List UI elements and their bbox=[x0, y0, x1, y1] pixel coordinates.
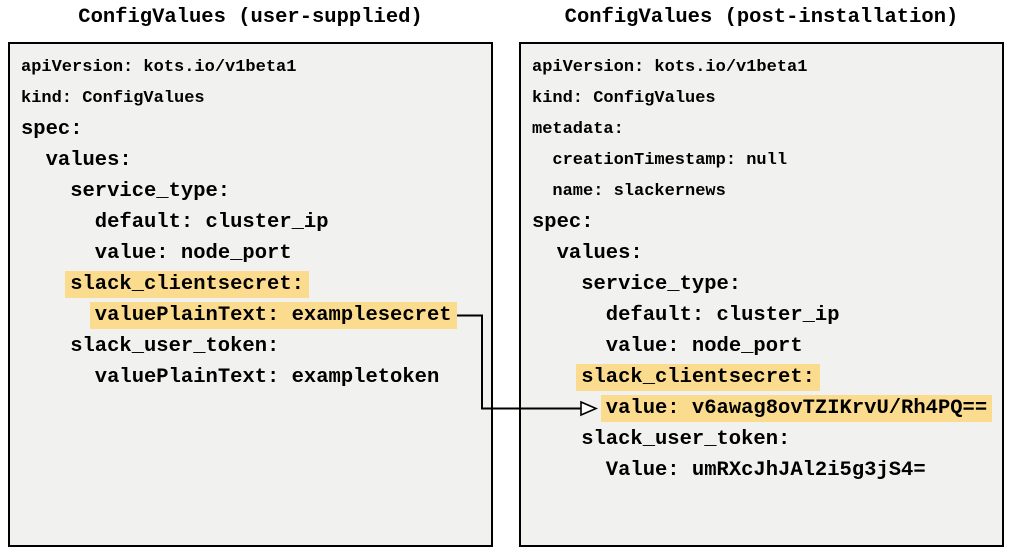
yaml-text: Value: umRXcJhJAl2i5g3jS4= bbox=[605, 459, 926, 482]
yaml-text: metadata: bbox=[532, 120, 624, 139]
post-installation-config-panel: apiVersion: kots.io/v1beta1 kind: ConfigV… bbox=[519, 42, 1004, 547]
yaml-line: Value: umRXcJhJAl2i5g3jS4= bbox=[532, 455, 1002, 486]
yaml-text: name: slackernews bbox=[552, 182, 726, 201]
yaml-line: slack_user_token: bbox=[21, 331, 491, 362]
yaml-line: creationTimestamp: null bbox=[532, 145, 1002, 176]
yaml-text: service_type: bbox=[70, 180, 231, 203]
yaml-line: value: v6awag8ovTZIKrvU/Rh4PQ== bbox=[532, 393, 1002, 424]
yaml-text: kind: ConfigValues bbox=[532, 89, 716, 108]
highlighted-yaml-text: valuePlainText: examplesecret bbox=[89, 302, 457, 329]
yaml-text: kind: ConfigValues bbox=[21, 89, 205, 108]
yaml-line: values: bbox=[532, 238, 1002, 269]
yaml-text: value: node_port bbox=[605, 335, 803, 358]
highlighted-yaml-text: value: v6awag8ovTZIKrvU/Rh4PQ== bbox=[600, 395, 993, 422]
yaml-text: value: node_port bbox=[94, 242, 292, 265]
yaml-text: slack_user_token: bbox=[581, 428, 791, 451]
yaml-text: apiVersion: kots.io/v1beta1 bbox=[532, 58, 808, 77]
right-panel-title: ConfigValues (post-installation) bbox=[564, 6, 959, 29]
yaml-line: default: cluster_ip bbox=[532, 300, 1002, 331]
highlighted-yaml-text: slack_clientsecret: bbox=[576, 364, 820, 391]
yaml-line: service_type: bbox=[21, 176, 491, 207]
yaml-line: apiVersion: kots.io/v1beta1 bbox=[532, 52, 1002, 83]
yaml-text: spec: bbox=[532, 211, 594, 234]
yaml-line: default: cluster_ip bbox=[21, 207, 491, 238]
highlighted-yaml-text: slack_clientsecret: bbox=[65, 271, 309, 298]
yaml-line: slack_clientsecret: bbox=[21, 269, 491, 300]
yaml-text: valuePlainText: exampletoken bbox=[94, 366, 440, 389]
yaml-line: service_type: bbox=[532, 269, 1002, 300]
yaml-line: slack_user_token: bbox=[532, 424, 1002, 455]
yaml-line: valuePlainText: examplesecret bbox=[21, 300, 491, 331]
yaml-text: spec: bbox=[21, 118, 83, 141]
yaml-text: slack_user_token: bbox=[70, 335, 280, 358]
yaml-line: metadata: bbox=[532, 114, 1002, 145]
yaml-line: name: slackernews bbox=[532, 176, 1002, 207]
yaml-text: apiVersion: kots.io/v1beta1 bbox=[21, 58, 297, 77]
yaml-text: default: cluster_ip bbox=[605, 304, 840, 327]
yaml-text: service_type: bbox=[581, 273, 742, 296]
yaml-line: apiVersion: kots.io/v1beta1 bbox=[21, 52, 491, 83]
yaml-line: value: node_port bbox=[532, 331, 1002, 362]
yaml-line: slack_clientsecret: bbox=[532, 362, 1002, 393]
user-supplied-config-panel: apiVersion: kots.io/v1beta1 kind: ConfigV… bbox=[8, 42, 493, 547]
yaml-line: spec: bbox=[532, 207, 1002, 238]
left-panel-title: ConfigValues (user-supplied) bbox=[78, 6, 423, 29]
yaml-text: default: cluster_ip bbox=[94, 211, 329, 234]
yaml-line: valuePlainText: exampletoken bbox=[21, 362, 491, 393]
yaml-line: spec: bbox=[21, 114, 491, 145]
yaml-line: value: node_port bbox=[21, 238, 491, 269]
yaml-text: creationTimestamp: null bbox=[552, 151, 788, 170]
yaml-text: values: bbox=[556, 242, 643, 265]
yaml-line: kind: ConfigValues bbox=[532, 83, 1002, 114]
yaml-line: values: bbox=[21, 145, 491, 176]
yaml-text: values: bbox=[45, 149, 132, 172]
yaml-line: kind: ConfigValues bbox=[21, 83, 491, 114]
